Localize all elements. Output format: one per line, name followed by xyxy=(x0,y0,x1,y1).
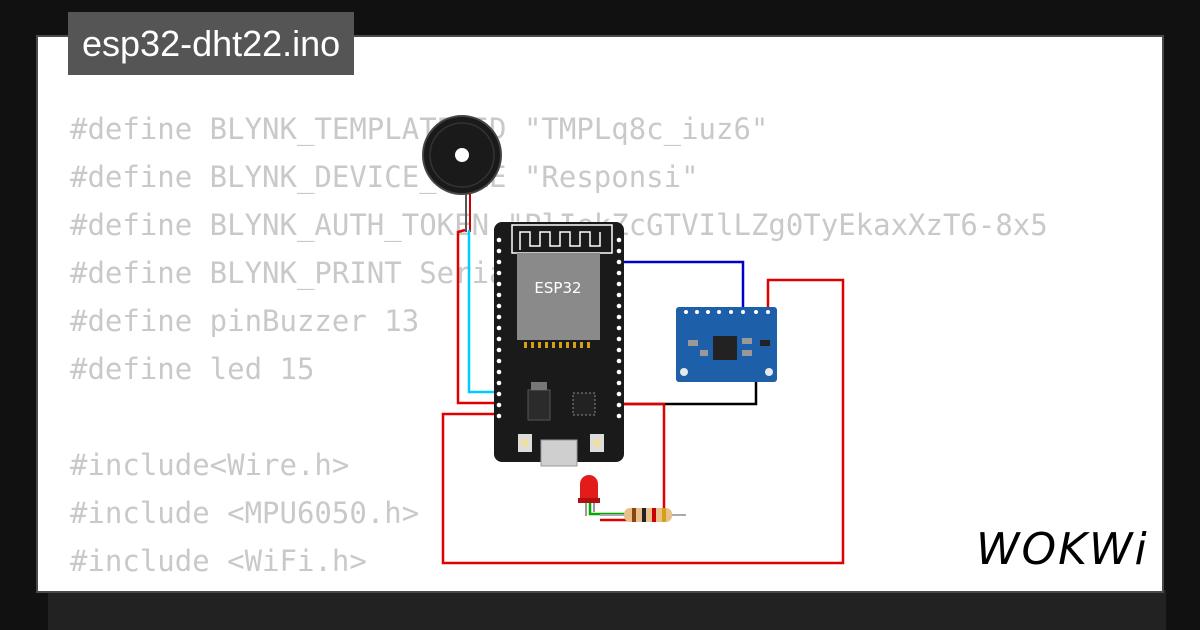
code-line: #define pinBuzzer 13 xyxy=(70,304,420,338)
code-line: #define led 15 xyxy=(70,352,315,386)
wire-red-loop[interactable] xyxy=(441,278,845,565)
wire-cyan[interactable] xyxy=(467,230,498,394)
mpu6050-module[interactable] xyxy=(676,307,777,382)
buzzer[interactable] xyxy=(422,115,502,195)
code-line: #include <MPU6050.h> xyxy=(70,496,420,530)
code-line: #define BLYNK_PRINT Serial xyxy=(70,256,524,290)
wire-red[interactable] xyxy=(456,228,498,405)
esp32-board[interactable]: ESP32 xyxy=(494,222,624,467)
red-led[interactable] xyxy=(578,475,600,516)
wire-blue[interactable] xyxy=(622,260,745,312)
esp32-chip-label: ESP32 xyxy=(534,279,581,297)
code-line: #include<Wire.h> xyxy=(70,448,350,482)
wire-green[interactable] xyxy=(588,502,626,516)
file-title-tab: esp32-dht22.ino xyxy=(68,12,355,75)
resistor[interactable] xyxy=(600,508,686,522)
esp32-chip xyxy=(517,253,600,340)
code-line: #include <WiFi.h> xyxy=(70,544,367,578)
card-shadow xyxy=(48,590,1166,630)
wokwi-logo: WOKWi xyxy=(976,524,1149,575)
